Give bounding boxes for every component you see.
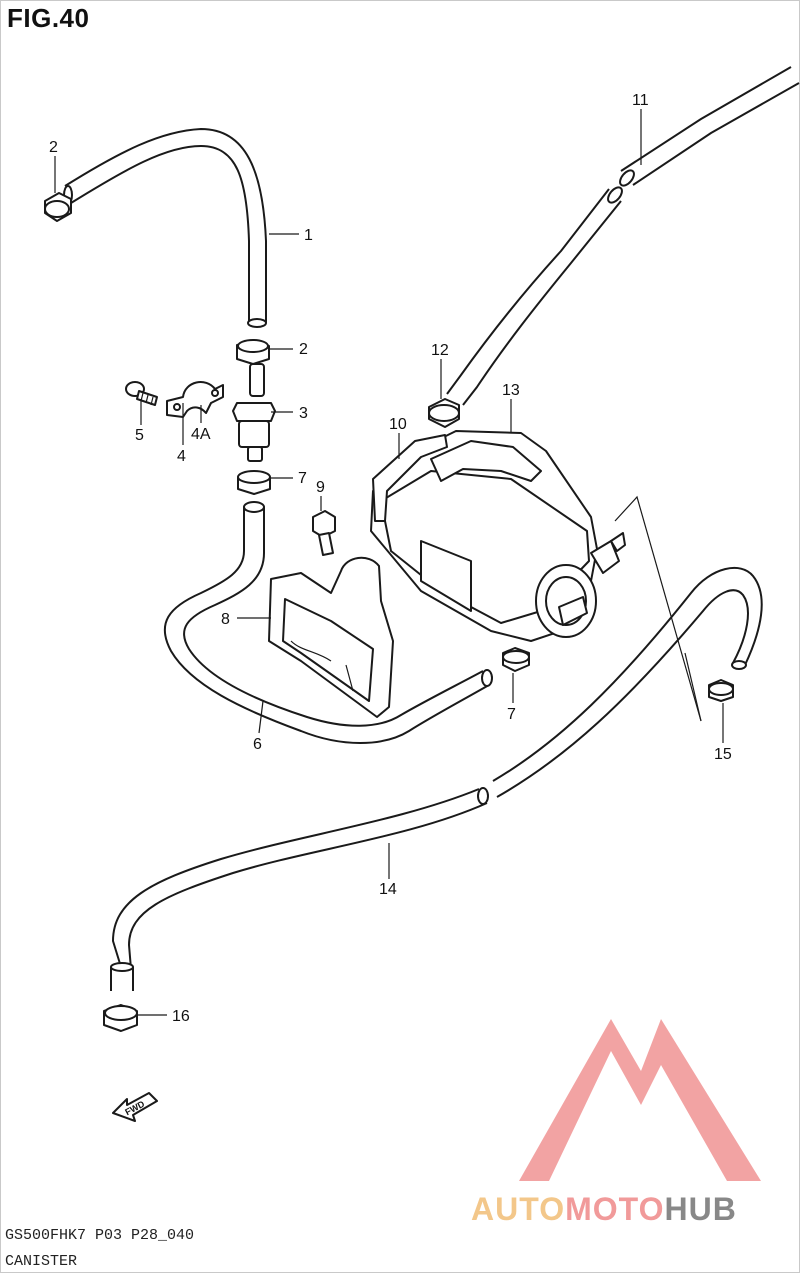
canister-13 bbox=[370, 430, 626, 642]
bracket-10 bbox=[372, 434, 448, 522]
bracket-4 bbox=[166, 381, 224, 418]
callout-13: 13 bbox=[502, 382, 520, 399]
clamp-12 bbox=[428, 398, 460, 428]
callout-11: 11 bbox=[632, 92, 649, 109]
clamp-16 bbox=[103, 1004, 138, 1032]
callout-3: 3 bbox=[299, 405, 308, 422]
valve-3 bbox=[232, 363, 276, 462]
clamp-15 bbox=[708, 679, 734, 702]
clamp-7-upper bbox=[237, 470, 271, 495]
callout-16: 16 bbox=[172, 1008, 190, 1025]
callout-labels: 1 2 2 3 4 4A 5 6 7 7 8 9 10 11 12 13 14 … bbox=[49, 92, 732, 1025]
callout-5: 5 bbox=[135, 427, 144, 444]
callout-14: 14 bbox=[379, 881, 397, 898]
callout-8: 8 bbox=[221, 611, 230, 628]
figure-title: FIG.40 bbox=[7, 3, 90, 33]
hose-1 bbox=[63, 127, 267, 328]
leader-lines bbox=[54, 109, 724, 1016]
hose-14 bbox=[110, 567, 763, 991]
callout-2-lower: 2 bbox=[299, 341, 308, 358]
model-code: GS500FHK7 P03 P28_040 bbox=[5, 1227, 195, 1244]
hose-11 bbox=[446, 66, 800, 406]
hose-6 bbox=[163, 501, 493, 744]
brand-word-auto: AUTO bbox=[471, 1191, 566, 1227]
callout-2-upper: 2 bbox=[49, 139, 58, 156]
clamp-7-lower bbox=[502, 647, 530, 672]
brand-word-hub: HUB bbox=[664, 1191, 737, 1227]
callout-10: 10 bbox=[389, 416, 407, 433]
clamp-2-upper bbox=[44, 192, 72, 222]
watermark-logo bbox=[519, 1019, 761, 1181]
watermark-brand-text: AUTOMOTOHUB bbox=[471, 1191, 737, 1228]
callout-6: 6 bbox=[253, 736, 262, 753]
connection-guide-lines bbox=[614, 495, 702, 722]
holder-8 bbox=[268, 556, 394, 718]
callout-9: 9 bbox=[316, 479, 325, 496]
callout-4: 4 bbox=[177, 448, 186, 465]
callout-7-upper: 7 bbox=[298, 470, 307, 487]
callout-7-lower: 7 bbox=[507, 706, 516, 723]
callout-15: 15 bbox=[714, 746, 732, 763]
bolt-9 bbox=[312, 510, 336, 556]
screw-5 bbox=[125, 381, 158, 406]
callout-12: 12 bbox=[431, 342, 449, 359]
callout-4a: 4A bbox=[191, 426, 211, 443]
brand-word-moto: MOTO bbox=[565, 1191, 665, 1227]
section-name: CANISTER bbox=[5, 1253, 78, 1270]
callout-1: 1 bbox=[304, 227, 313, 244]
forward-direction-arrow: FWD bbox=[112, 1092, 158, 1122]
clamp-2-lower bbox=[236, 339, 270, 365]
